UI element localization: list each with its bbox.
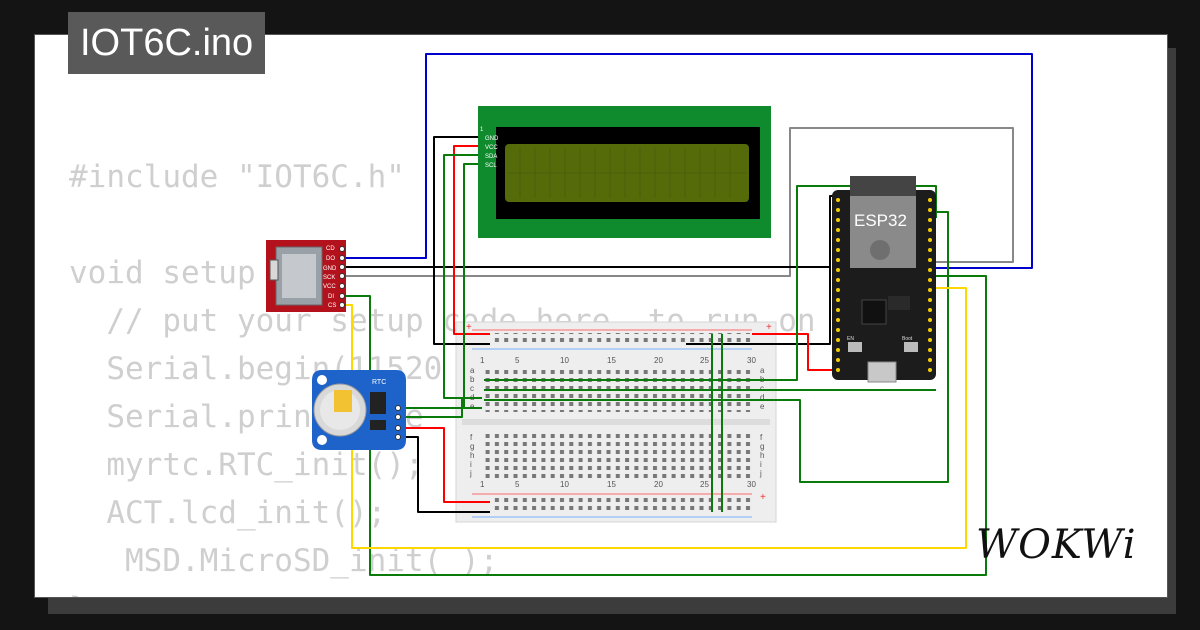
row-letter: h	[470, 451, 474, 460]
col-number: 5	[515, 356, 520, 365]
lcd-pin-label: GND	[485, 136, 499, 142]
row-letter: f	[470, 433, 473, 442]
lcd-pin-label: SDA	[485, 154, 497, 160]
sd-pin-label: CD	[326, 246, 335, 252]
top-rail-holes	[490, 333, 752, 346]
code-background: #include "IOT6C.h" void setup // put you…	[69, 153, 816, 597]
col-number: 5	[515, 480, 520, 489]
wokwi-logo: WOKWi	[976, 522, 1137, 568]
svg-text:+: +	[766, 322, 772, 333]
en-button[interactable]	[848, 342, 862, 352]
sd-pin-label: VCC	[323, 284, 336, 290]
col-number: 1	[480, 480, 485, 489]
boot-button[interactable]	[904, 342, 918, 352]
lcd-display[interactable]: 1 GND VCC SDA SCL	[478, 106, 771, 238]
row-letter: i	[470, 460, 472, 469]
col-number: 15	[607, 480, 616, 489]
row-letter: h	[760, 451, 764, 460]
col-number: 10	[560, 480, 569, 489]
sd-pin-label: CS	[328, 303, 336, 309]
esp32-board[interactable]: ESP32 EN Boot	[832, 176, 936, 383]
svg-text:+: +	[466, 322, 472, 333]
row-letter: a	[760, 366, 765, 375]
row-letter: g	[760, 442, 764, 451]
wire-green	[396, 397, 482, 418]
esp32-label: ESP32	[854, 211, 907, 230]
row-letter: i	[760, 460, 762, 469]
col-number: 25	[700, 480, 709, 489]
row-letter: e	[760, 402, 765, 411]
row-letter: d	[760, 393, 764, 402]
code-line: void setup	[69, 255, 256, 291]
breadboard[interactable]: + + 1 5 10 15 20 25 30 a b c d e a b c d…	[455, 321, 777, 523]
col-number: 15	[607, 356, 616, 365]
sd-pin-label: GND	[323, 266, 337, 272]
bottom-terminal-holes	[482, 433, 754, 479]
col-number: 30	[747, 356, 756, 365]
rtc-module[interactable]: RTC	[312, 370, 406, 450]
col-number: 1	[480, 356, 485, 365]
column-numbers-top: 1 5 10 15 20 25 30	[480, 356, 756, 365]
row-letter: j	[469, 469, 472, 478]
wire-green	[484, 211, 949, 483]
row-letter: j	[759, 469, 762, 478]
wire-red	[752, 333, 838, 371]
row-letter: f	[760, 433, 763, 442]
col-number: 20	[654, 356, 663, 365]
wire-yellow	[343, 287, 967, 549]
row-letter: e	[470, 402, 475, 411]
wire-red	[453, 145, 490, 335]
row-letter: g	[470, 442, 474, 451]
wire-black	[396, 436, 490, 513]
microsd-module[interactable]: CD DO GND SCK VCC DI CS	[266, 240, 346, 312]
sd-pin-label: DI	[328, 294, 334, 300]
code-line: ACT.lcd_init();	[69, 495, 387, 531]
col-number: 20	[654, 480, 663, 489]
wire-gray	[343, 127, 1014, 277]
wire-black	[433, 136, 490, 345]
column-numbers-bottom: 1 5 10 15 20 25 30	[480, 480, 756, 489]
en-label: EN	[847, 336, 854, 342]
bottom-rail-holes	[490, 497, 752, 514]
row-letter: c	[760, 384, 764, 393]
code-line: #include "IOT6C.h"	[69, 159, 405, 195]
lcd-character-grid	[508, 148, 746, 198]
wire-blue	[343, 53, 1033, 269]
row-letters-bottom: f g h i j f g h i j	[469, 433, 764, 478]
wire-green	[343, 275, 987, 576]
boot-label: Boot	[902, 336, 913, 342]
code-line: }	[69, 591, 88, 597]
row-letter: b	[470, 375, 475, 384]
wire-red	[396, 427, 490, 503]
lcd-pin1-label: 1	[480, 127, 484, 133]
lcd-pin-label: VCC	[485, 145, 498, 151]
svg-text:+: +	[760, 492, 766, 503]
esp32-pins-left	[836, 198, 840, 372]
col-number: 10	[560, 356, 569, 365]
row-letter: c	[470, 384, 474, 393]
sd-pin-label: DO	[326, 256, 335, 262]
usb-port	[867, 361, 897, 383]
project-title[interactable]: IOT6C.ino	[68, 12, 266, 74]
row-letter: a	[470, 366, 475, 375]
sd-pin-label: SCK	[323, 275, 335, 281]
lcd-pin-label: SCL	[485, 163, 497, 169]
rtc-label: RTC	[372, 379, 386, 386]
esp32-pins-right	[928, 198, 932, 372]
col-number: 30	[747, 480, 756, 489]
col-number: 25	[700, 356, 709, 365]
